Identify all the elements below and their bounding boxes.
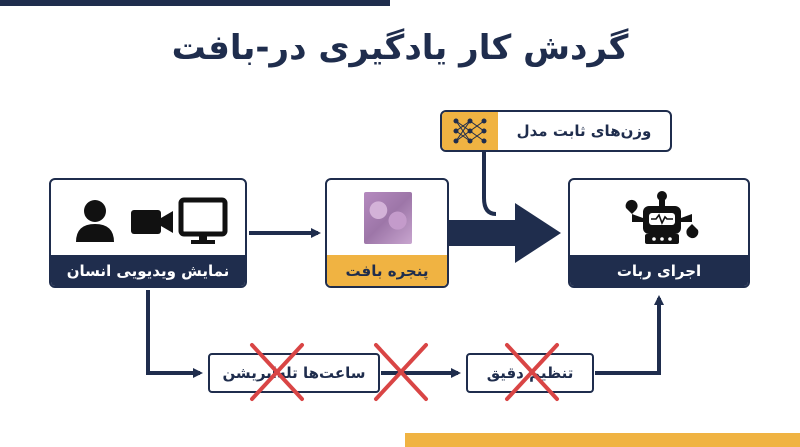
fixed-weights-node: وزن‌های ثابت مدل <box>440 110 672 152</box>
human-video-label: نمایش ویدیویی انسان <box>51 255 245 286</box>
bottom-accent-bar <box>405 433 800 447</box>
fabric-image <box>364 192 412 244</box>
top-accent-bar <box>0 0 390 6</box>
robot-execution-label: اجرای ربات <box>570 255 748 286</box>
arrow-human-to-teleop <box>146 290 203 378</box>
monitor-icon <box>178 197 228 244</box>
human-video-node: نمایش ویدیویی انسان <box>49 178 247 288</box>
teleoperation-node: ساعت‌ها تله‌اپریشن <box>208 353 380 393</box>
neural-network-icon <box>442 112 498 150</box>
context-window-node: پنجره بافت <box>325 178 449 288</box>
fine-tuning-label: تنظیم دقیق <box>486 364 574 382</box>
video-camera-icon <box>131 210 173 234</box>
arrow-weights-to-flow <box>482 152 497 216</box>
arrow-finetune-to-robot <box>595 295 664 375</box>
robot-icon <box>625 191 699 244</box>
fixed-weights-label: وزن‌های ثابت مدل <box>516 122 652 140</box>
cross-mark-teleop-2 <box>374 343 428 401</box>
human-icons <box>76 197 228 244</box>
robot-execution-node: اجرای ربات <box>568 178 750 288</box>
person-icon <box>76 200 114 242</box>
context-window-label: پنجره بافت <box>327 255 447 286</box>
diagram-title: گردش کار یادگیری در-بافت <box>171 28 629 68</box>
fine-tuning-node: تنظیم دقیق <box>466 353 594 393</box>
teleoperation-label: ساعت‌ها تله‌اپریشن <box>222 364 366 382</box>
arrow-window-to-robot <box>449 203 561 263</box>
